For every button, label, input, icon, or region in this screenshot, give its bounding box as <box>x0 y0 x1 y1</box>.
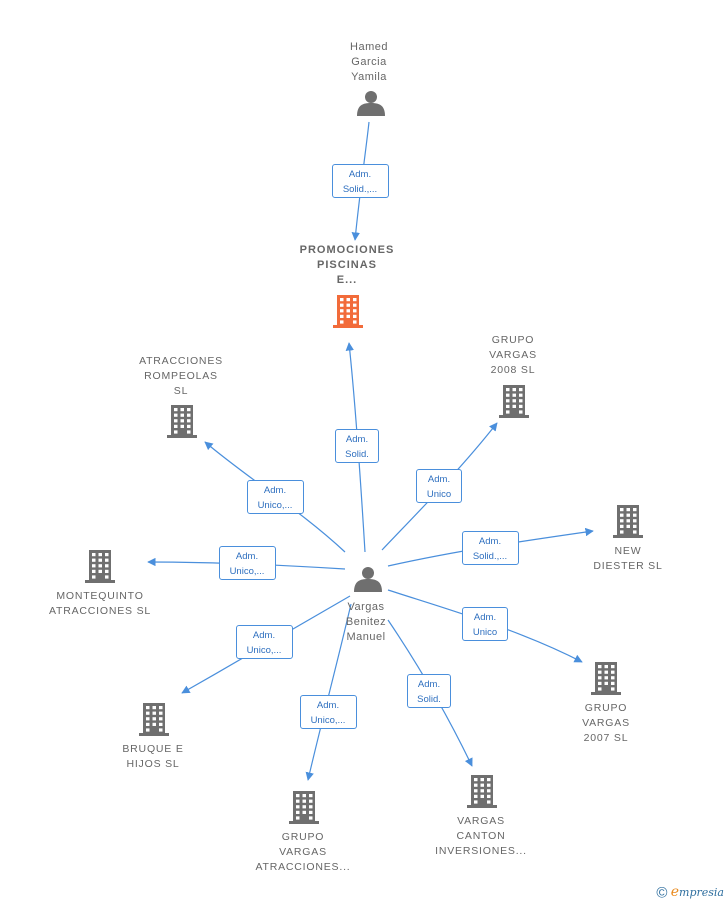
building-icon-promo[interactable] <box>333 295 363 328</box>
edge-vargas-gvatracciones <box>305 603 352 781</box>
edge-label-vargas-rompeolas[interactable]: Adm. Unico,... <box>246 480 304 514</box>
edge-label-vargas-gv2007[interactable]: Adm. Unico <box>462 607 508 641</box>
edge-label-vargas-vcanton[interactable]: Adm. Solid. <box>407 674 451 708</box>
building-icon-gv2007[interactable] <box>591 662 621 695</box>
building-icon-vcanton[interactable] <box>467 775 497 808</box>
edge-label-vargas-montequinto[interactable]: Adm. Unico,... <box>218 546 276 580</box>
node-label-gvatracciones[interactable]: GRUPO VARGAS ATRACCIONES... <box>255 831 351 873</box>
node-label-vargas[interactable]: Vargas Benitez Manuel <box>345 601 387 643</box>
copyright-symbol: © <box>656 884 668 901</box>
building-icon-newdiester[interactable] <box>613 505 643 538</box>
edge-label-vargas-bruque[interactable]: Adm. Unico,... <box>235 625 293 659</box>
building-icon-rompeolas[interactable] <box>167 405 197 438</box>
node-label-montequinto[interactable]: MONTEQUINTO ATRACCIONES SL <box>48 590 152 617</box>
node-label-bruque[interactable]: BRUQUE E HIJOS SL <box>122 743 184 770</box>
node-label-rompeolas[interactable]: ATRACCIONES ROMPEOLAS SL <box>139 355 223 397</box>
node-label-gv2008[interactable]: GRUPO VARGAS 2008 SL <box>489 334 537 376</box>
node-label-hamed[interactable]: Hamed Garcia Yamila <box>350 41 388 83</box>
building-icon-montequinto[interactable] <box>85 550 115 583</box>
brand-name: mpresia <box>679 885 724 899</box>
person-icon-hamed[interactable] <box>357 91 385 116</box>
brand-initial: e <box>670 883 680 900</box>
building-icon-bruque[interactable] <box>139 703 169 736</box>
edge-label-vargas-gvatracciones[interactable]: Adm. Unico,... <box>299 695 357 729</box>
edge-label-hamed-promo[interactable]: Adm. Solid.,... <box>331 164 389 198</box>
person-icon-vargas[interactable] <box>354 567 382 592</box>
node-label-vcanton[interactable]: VARGAS CANTON INVERSIONES... <box>435 815 527 857</box>
node-label-gv2007[interactable]: GRUPO VARGAS 2007 SL <box>582 702 630 744</box>
node-label-promo[interactable]: PROMOCIONES PISCINAS E... <box>299 244 395 286</box>
building-icon-gv2008[interactable] <box>499 385 529 418</box>
edge-label-vargas-gv2008[interactable]: Adm. Unico <box>416 469 462 503</box>
node-label-newdiester[interactable]: NEW DIESTER SL <box>593 545 663 572</box>
building-icon-gvatracciones[interactable] <box>289 791 319 824</box>
edge-label-vargas-promo[interactable]: Adm. Solid. <box>335 429 379 463</box>
edge-label-vargas-newdiester[interactable]: Adm. Solid.,... <box>461 531 519 565</box>
empresia-logo: © empresia <box>656 884 724 901</box>
